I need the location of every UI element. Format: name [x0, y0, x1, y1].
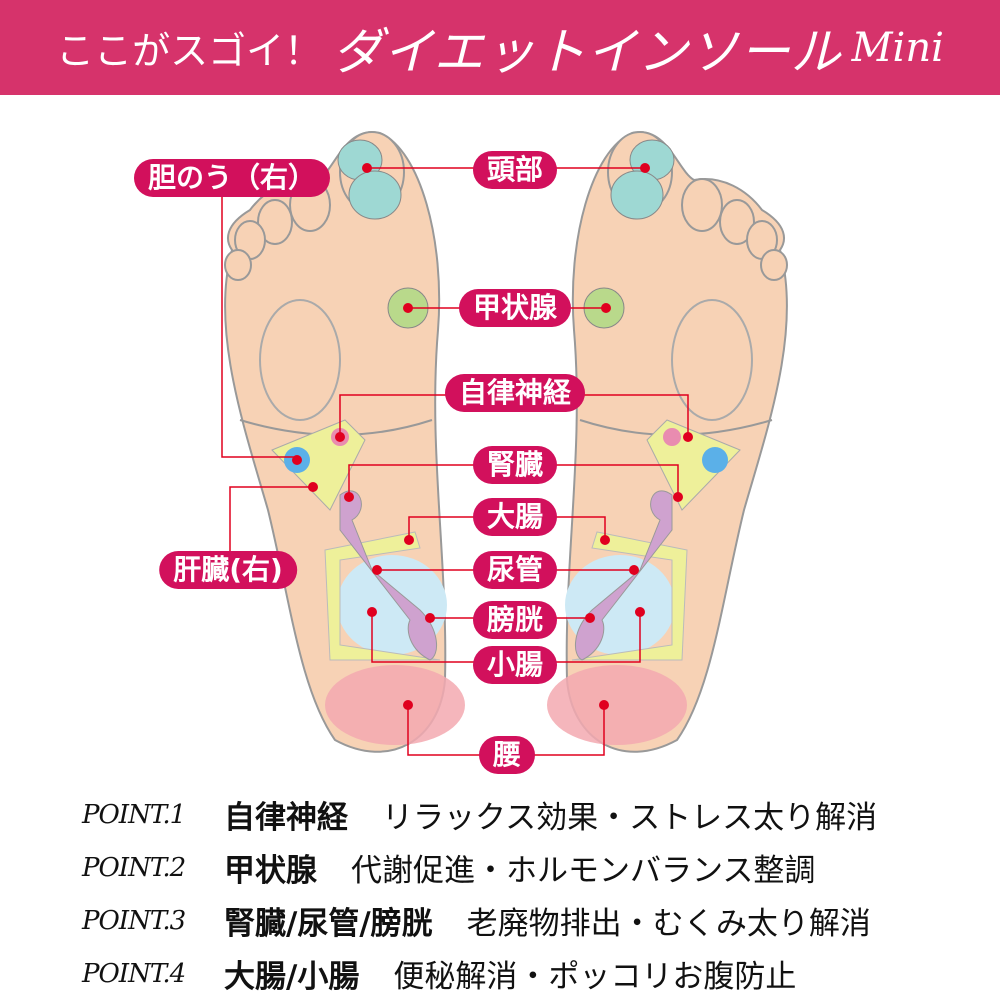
label-autonomic-nerve: 自律神経	[444, 374, 586, 412]
point-number: POINT.2	[82, 852, 186, 883]
points-list: POINT.1 自律神経リラックス効果・ストレス太り解消 POINT.2 甲状腺代謝…	[82, 788, 877, 1000]
point-row: POINT.2 甲状腺代謝促進・ホルモンバランス整調	[82, 841, 877, 894]
point-organ: 腎臓/尿管/膀胱	[224, 906, 433, 942]
point-organ: 自律神経	[224, 800, 348, 836]
label-bladder: 膀胱	[472, 601, 558, 639]
title-lead: ここがスゴイ！	[56, 29, 323, 73]
point-effect: リラックス効果・ストレス太り解消	[382, 800, 878, 836]
point-organ: 大腸/小腸	[224, 959, 360, 995]
label-thyroid: 甲状腺	[458, 289, 572, 327]
label-large-intestine: 大腸	[472, 498, 558, 536]
label-waist: 腰	[478, 736, 536, 774]
point-row: POINT.1 自律神経リラックス効果・ストレス太り解消	[82, 788, 877, 841]
title-main: ダイエットインソール	[332, 22, 842, 81]
title-suffix: Mini	[851, 24, 944, 71]
point-effect: 老廃物排出・むくみ太り解消	[466, 906, 871, 942]
label-kidney: 腎臓	[472, 446, 558, 484]
label-head: 頭部	[472, 151, 558, 189]
label-small-intestine: 小腸	[472, 646, 558, 684]
point-effect: 便秘解消・ポッコリお腹防止	[393, 959, 797, 995]
point-organ: 甲状腺	[224, 853, 317, 889]
point-number: POINT.4	[82, 958, 186, 989]
label-liver: 肝臓(右)	[159, 551, 297, 589]
point-number: POINT.3	[82, 905, 186, 936]
reflex-points	[292, 163, 693, 710]
point-effect: 代謝促進・ホルモンバランス整調	[351, 853, 816, 889]
left-foot	[224, 131, 466, 753]
title-banner: ここがスゴイ！ ダイエットインソール Mini	[0, 0, 1000, 95]
point-row: POINT.4 大腸/小腸便秘解消・ポッコリお腹防止	[82, 947, 877, 1000]
right-foot	[546, 131, 788, 753]
label-ureter: 尿管	[472, 551, 558, 589]
label-gallbladder: 胆のう（右）	[133, 159, 331, 197]
point-number: POINT.1	[82, 799, 186, 830]
point-row: POINT.3 腎臓/尿管/膀胱老廃物排出・むくみ太り解消	[82, 894, 877, 947]
